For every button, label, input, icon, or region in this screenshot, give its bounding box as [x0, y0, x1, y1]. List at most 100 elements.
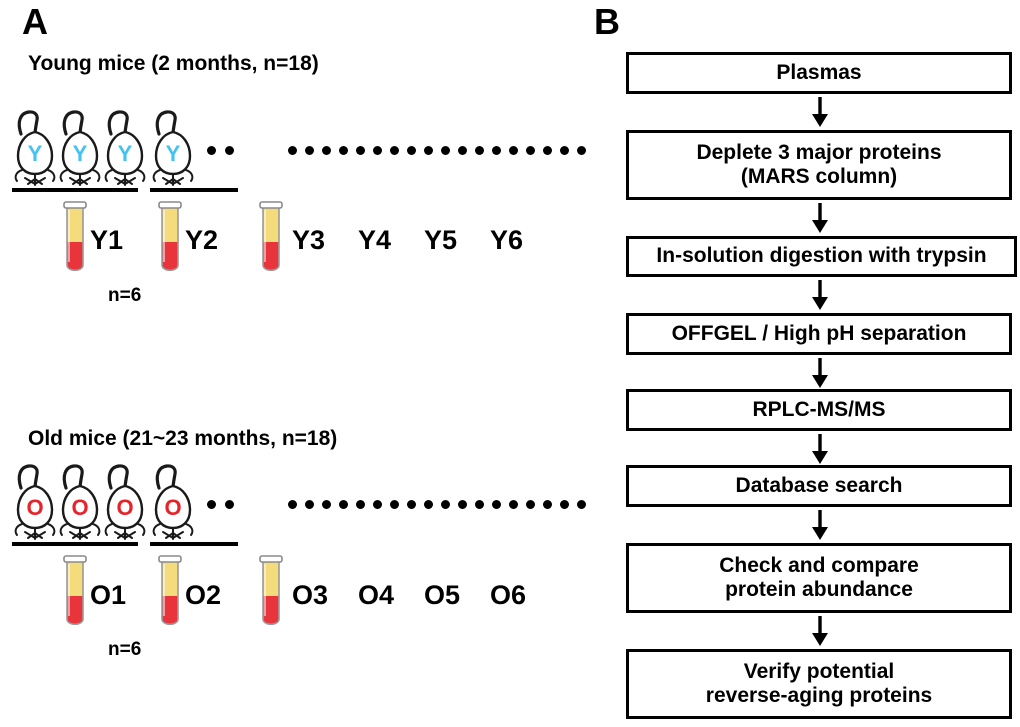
old-mouse-4: O [150, 462, 196, 542]
blood-tube-icon [158, 201, 182, 272]
mouse-marker-letter: Y [118, 141, 133, 166]
old-sample-label-3: O3 [292, 580, 329, 610]
young-sample-label-5: Y5 [424, 225, 458, 255]
old-mouse-3: O [102, 462, 148, 542]
mouse-marker-letter: Y [73, 141, 88, 166]
mouse-icon: Y [14, 110, 56, 186]
blood-tube-icon [63, 555, 87, 626]
young-mouse-1: Y [12, 108, 58, 188]
mouse-icon: Y [152, 110, 194, 186]
young-sample-label-4: Y4 [358, 225, 392, 255]
dot [207, 500, 216, 509]
dot [407, 500, 416, 509]
old-sample-label-5: O5 [424, 580, 461, 610]
dot [424, 146, 433, 155]
flow-step-offgel[interactable]: OFFGEL / High pH separation [626, 313, 1012, 355]
blood-tube-icon [158, 555, 182, 626]
down-arrow-icon-1 [812, 97, 828, 127]
dot [441, 146, 450, 155]
flow-step-label: Database search [735, 473, 903, 497]
dot [424, 500, 433, 509]
young-long-dots [288, 146, 586, 155]
down-arrow-icon-5 [812, 434, 828, 464]
dot [458, 146, 467, 155]
dot [288, 146, 297, 155]
old-n-label: n=6 [108, 639, 142, 660]
blood-tube-icon [259, 201, 283, 272]
panel-label-b: B [594, 1, 620, 42]
young-sample-label-6: Y6 [490, 225, 524, 255]
down-arrow-icon-2 [812, 203, 828, 233]
dot [475, 146, 484, 155]
young-group-rule-1 [12, 188, 138, 192]
old-sample-label-1: O1 [90, 580, 127, 610]
dot [407, 146, 416, 155]
flow-step-label: In-solution digestion with trypsin [656, 244, 987, 268]
dot [577, 500, 586, 509]
dot [356, 500, 365, 509]
flow-step-deplete[interactable]: Deplete 3 major proteins (MARS column) [626, 130, 1012, 200]
old-group-rule-1 [12, 542, 138, 546]
young-small-dots [207, 146, 234, 155]
dot [322, 146, 331, 155]
old-small-dots [207, 500, 234, 509]
down-arrow-icon-3 [812, 280, 828, 310]
flow-step-label: RPLC-MS/MS [752, 397, 886, 421]
young-tube-2 [157, 196, 183, 278]
dot [305, 146, 314, 155]
young-mouse-4: Y [150, 108, 196, 188]
old-tube-2 [157, 550, 183, 632]
down-arrow-icon-6 [812, 510, 828, 540]
young-sample-label-3: Y3 [292, 225, 326, 255]
dot [356, 146, 365, 155]
flow-step-plasmas[interactable]: Plasmas [626, 52, 1012, 94]
mouse-marker-letter: O [164, 495, 181, 520]
mouse-marker-letter: O [71, 495, 88, 520]
flow-step-label: Plasmas [776, 60, 862, 84]
flow-step-compare[interactable]: Check and compare protein abundance [626, 543, 1012, 613]
mouse-marker-letter: Y [166, 141, 181, 166]
blood-tube-icon [259, 555, 283, 626]
dot [322, 500, 331, 509]
mouse-marker-letter: Y [28, 141, 43, 166]
old-sample-label-2: O2 [185, 580, 222, 610]
old-long-dots [288, 500, 586, 509]
old-group-rule-2 [150, 542, 238, 546]
blood-tube-icon [63, 201, 87, 272]
dot [492, 146, 501, 155]
mouse-icon: O [59, 464, 101, 540]
dot [509, 146, 518, 155]
mouse-icon: O [14, 464, 56, 540]
old-mouse-2: O [57, 462, 103, 542]
dot [207, 146, 216, 155]
flow-step-label: Verify potential reverse-aging proteins [705, 659, 933, 707]
panel-label-a: A [22, 1, 48, 42]
old-group-title: Old mice (21~23 months, n=18) [28, 427, 338, 450]
flow-step-digestion[interactable]: In-solution digestion with trypsin [626, 236, 1017, 277]
mouse-icon: Y [104, 110, 146, 186]
dot [373, 146, 382, 155]
young-sample-label-2: Y2 [185, 225, 219, 255]
flow-step-rplc[interactable]: RPLC-MS/MS [626, 389, 1012, 431]
down-arrow-icon-4 [812, 358, 828, 388]
dot [543, 500, 552, 509]
young-group-title: Young mice (2 months, n=18) [28, 52, 319, 75]
young-mouse-2: Y [57, 108, 103, 188]
dot [560, 146, 569, 155]
dot [458, 500, 467, 509]
old-tube-3 [258, 550, 284, 632]
young-tube-3 [258, 196, 284, 278]
young-tube-1 [62, 196, 88, 278]
flow-step-verify[interactable]: Verify potential reverse-aging proteins [626, 649, 1012, 719]
dot [526, 500, 535, 509]
dot [339, 500, 348, 509]
dot [509, 500, 518, 509]
mouse-marker-letter: O [26, 495, 43, 520]
flow-step-database[interactable]: Database search [626, 465, 1012, 507]
down-arrow-icon-7 [812, 616, 828, 646]
old-sample-label-6: O6 [490, 580, 527, 610]
dot [225, 146, 234, 155]
dot [225, 500, 234, 509]
mouse-marker-letter: O [116, 495, 133, 520]
